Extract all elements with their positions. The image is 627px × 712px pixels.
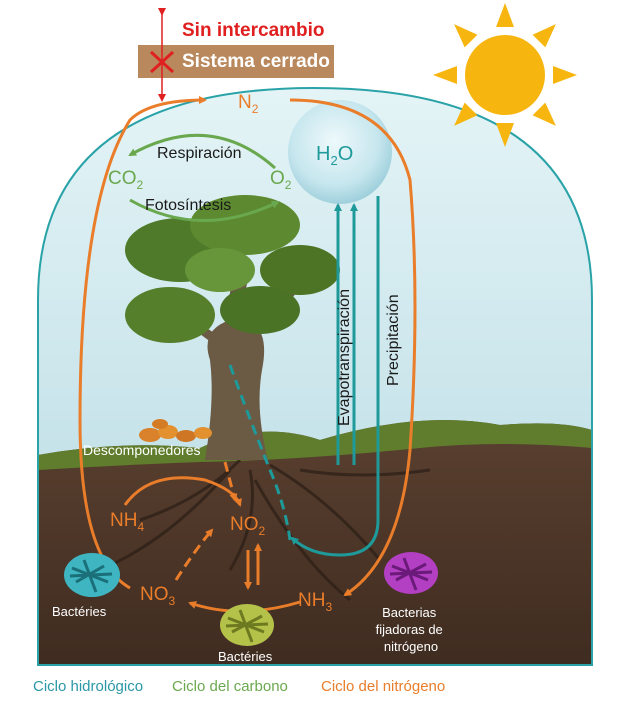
co2-label: CO2 xyxy=(108,168,144,192)
cross-icon xyxy=(149,50,175,74)
no2-label: NO2 xyxy=(230,514,266,538)
nitrogen-cycle-arrows xyxy=(78,96,417,613)
o2-label: O2 xyxy=(270,168,292,192)
mushroom-icon xyxy=(139,419,212,442)
bacteria-icon xyxy=(64,553,120,597)
decomposers-label: Descomponedores xyxy=(83,442,201,458)
nitrogen-fixers-label: Bacterias fijadoras de nitrógeno xyxy=(376,605,447,654)
water-droplet-icon xyxy=(288,100,392,204)
respiration-label: Respiración xyxy=(157,145,241,162)
h2o-label: H2O xyxy=(316,143,353,168)
tree-icon xyxy=(125,195,340,460)
carbon-cycle-arrows xyxy=(128,133,280,222)
bacteria-icon xyxy=(384,552,438,594)
water-cycle-arrows xyxy=(228,196,380,557)
no-exchange-label: Sin intercambio xyxy=(182,20,325,41)
closed-system-label: Sistema cerrado xyxy=(182,51,330,72)
nh4-label: NH4 xyxy=(110,510,144,534)
soil xyxy=(38,420,592,665)
legend-nitrogen: Ciclo del nitrógeno xyxy=(321,678,446,695)
nh3-label: NH3 xyxy=(298,590,332,614)
bacteria-bottom-label: Bactéries xyxy=(218,649,273,664)
no3-label: NO3 xyxy=(140,584,176,608)
bacteria-icon xyxy=(220,604,274,646)
precipitation-label: Precipitación xyxy=(385,294,402,386)
legend-hydrologic: Ciclo hidrológico xyxy=(33,678,144,695)
closed-system-box xyxy=(138,45,334,78)
bacteria-left-label: Bactéries xyxy=(52,604,107,619)
evapotranspiration-label: Evapotranspiración xyxy=(336,289,353,426)
photosynthesis-label: Fotosíntesis xyxy=(145,197,231,214)
legend-carbon: Ciclo del carbono xyxy=(172,678,288,695)
n2-label: N2 xyxy=(238,92,259,116)
dome-outline xyxy=(37,86,593,666)
sun-icon xyxy=(433,3,577,147)
